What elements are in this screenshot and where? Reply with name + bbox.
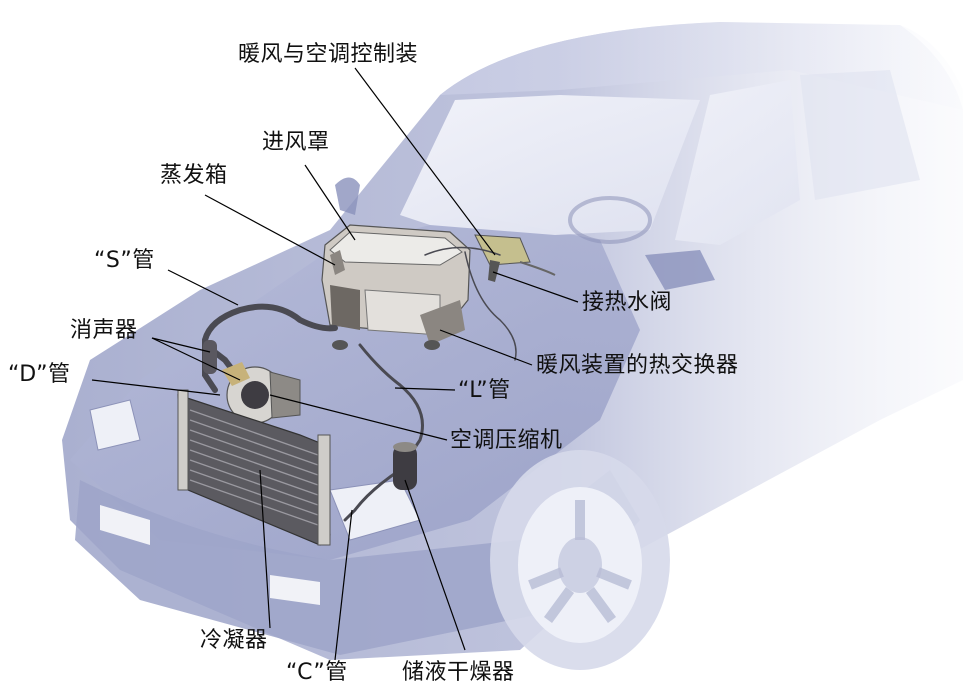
label-heater-valve: 接热水阀 [582,290,673,315]
label-heater-core: 暖风装置的热交换器 [536,353,739,378]
muffler [203,340,217,374]
label-s-pipe: “S”管 [94,248,155,273]
label-condenser: 冷凝器 [200,628,268,653]
compressor [222,362,301,424]
label-l-pipe: “L”管 [458,378,511,403]
label-d-pipe: “D”管 [8,362,71,387]
label-air-intake-hood: 进风罩 [262,130,330,155]
label-evaporator-box: 蒸发箱 [160,163,228,188]
front-wheel [490,450,670,670]
label-muffler: 消声器 [70,318,138,343]
label-c-pipe: “C”管 [286,660,348,685]
condenser [177,389,331,546]
label-receiver-drier: 储液干燥器 [402,660,515,685]
label-heater-ac-control: 暖风与空调控制装 [238,42,419,67]
label-ac-compressor: 空调压缩机 [450,428,563,453]
steering-wheel [568,196,652,244]
leader-lines [91,67,579,661]
control-unit [474,234,556,282]
receiver-drier [393,442,417,490]
